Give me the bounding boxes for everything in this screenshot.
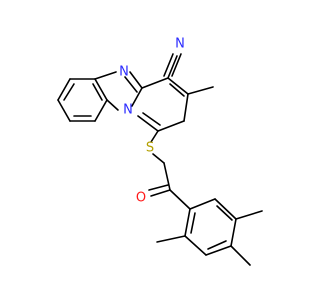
bond (137, 115, 159, 132)
bond (171, 53, 182, 77)
bond (230, 218, 237, 247)
bond (142, 112, 161, 126)
nitrile-nitrogen-atom-label: N (175, 37, 185, 52)
bond (141, 77, 169, 89)
bond (207, 240, 227, 250)
bond (205, 245, 232, 256)
bond (57, 78, 71, 101)
bond (63, 83, 75, 101)
bond (163, 162, 171, 191)
atom-label-layer: N N N S O (119, 37, 185, 206)
sulfur-atom-label: S (146, 141, 154, 156)
bond (169, 189, 191, 210)
bond (183, 93, 189, 122)
bond (187, 86, 214, 95)
bond (157, 120, 185, 132)
nitrogen-atom-label: N (119, 65, 129, 80)
bond (57, 99, 71, 122)
bond (214, 198, 237, 220)
bond (163, 53, 174, 77)
bond (167, 77, 189, 95)
bond (129, 71, 143, 89)
bond (190, 212, 196, 234)
bond (131, 87, 143, 107)
bond (94, 71, 117, 80)
bond (124, 76, 138, 93)
oxygen-atom-label: O (136, 191, 146, 206)
bond (148, 184, 169, 191)
bond (94, 78, 108, 101)
molecule-structure: N N N S O (57, 37, 263, 266)
bond (235, 210, 263, 220)
bond (184, 208, 191, 237)
nitrogen-atom-label: N (123, 103, 133, 118)
bond-layer (57, 53, 263, 266)
bond (189, 198, 216, 210)
bond (184, 235, 207, 256)
bond (167, 55, 178, 79)
bond (150, 189, 171, 197)
bond (106, 99, 119, 111)
bond (230, 245, 251, 266)
bond (94, 99, 108, 122)
bond (92, 83, 103, 101)
bond (152, 153, 165, 164)
bond (156, 235, 186, 243)
bond (169, 83, 185, 97)
bond (216, 205, 233, 221)
structure-canvas: N N N S O (57, 37, 263, 266)
bond (150, 130, 159, 143)
